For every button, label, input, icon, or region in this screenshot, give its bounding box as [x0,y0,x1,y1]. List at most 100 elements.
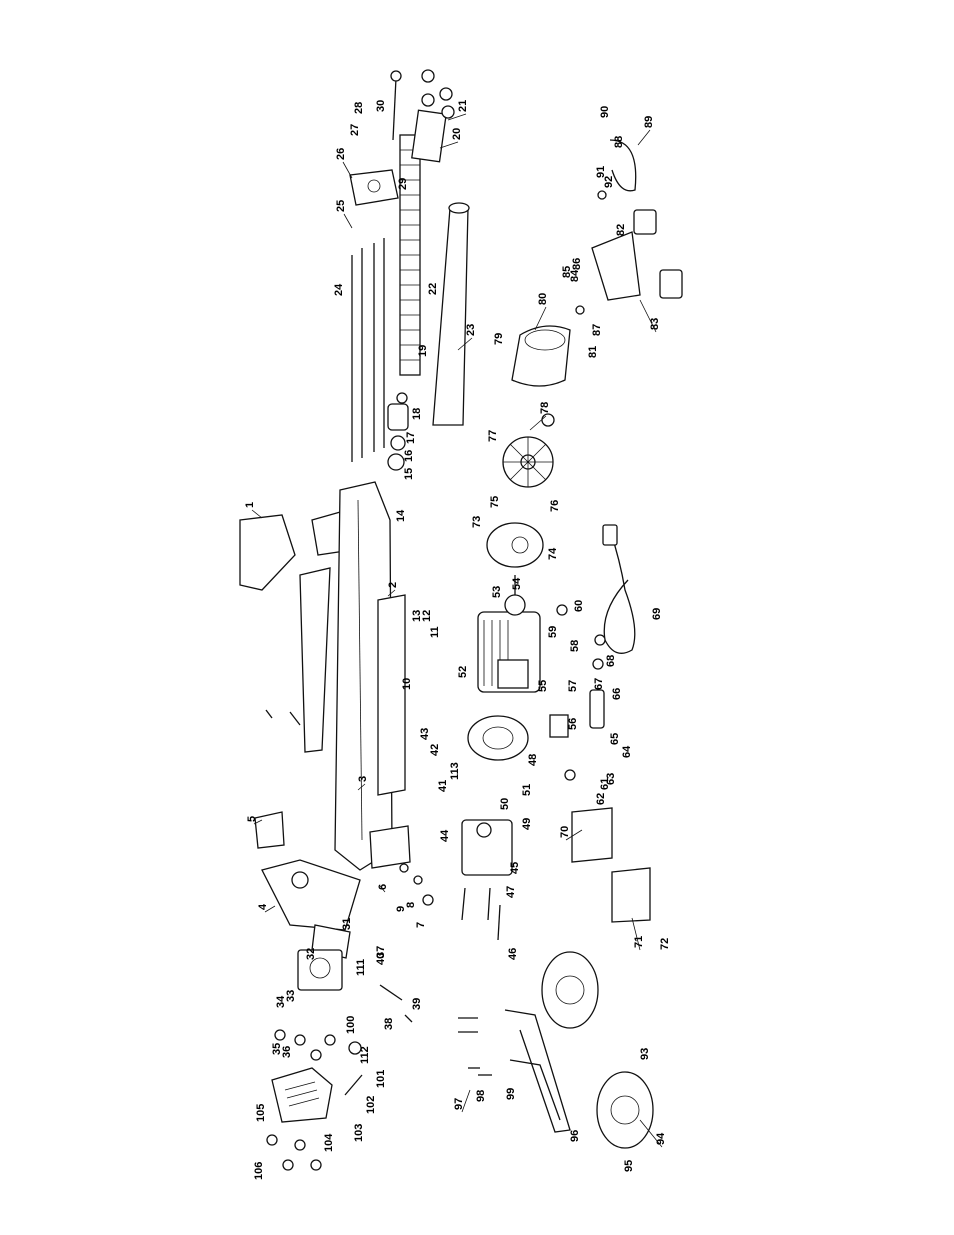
leader-lines [251,113,663,1148]
part-label: 68 [605,655,617,667]
part-label: 66 [611,688,623,700]
part-69-power-cord [602,524,636,654]
part-label: 79 [493,333,505,345]
part-15-18-seals [387,392,409,471]
part-label: 93 [639,1048,651,1060]
part-label: 18 [411,408,423,420]
part-label: 105 [255,1104,267,1122]
part-label: 62 [595,793,607,805]
part-label: 52 [457,666,469,678]
part-label: 14 [395,509,407,522]
part-label: 63 [605,773,617,785]
part-label: 55 [537,680,549,692]
part-label: 91 [595,166,607,178]
part-label: 54 [511,577,523,590]
part-label: 38 [383,1018,395,1030]
part-label: 8 [405,902,417,908]
part-label: 30 [375,100,387,112]
part-24-tie-rods [351,238,385,462]
part-79-fan-cover [511,325,571,387]
part-label: 5 [246,816,258,822]
part-label: 25 [335,200,347,212]
part-label: 22 [427,283,439,295]
part-label: 49 [521,818,533,830]
part-label: 96 [569,1130,581,1142]
part-31-32-valve [297,924,351,991]
part-label: 21 [457,100,469,112]
part-label: 104 [323,1133,335,1152]
part-label: 47 [505,886,517,898]
part-label: 113 [449,762,461,780]
part-label: 24 [333,283,345,296]
part-label: 50 [499,798,511,810]
part-label: 88 [613,136,625,148]
part-label: 34 [275,995,287,1008]
part-label: 72 [659,938,671,950]
part-label: 99 [505,1088,517,1100]
part-label: 84 [569,269,581,282]
part-10-side-rail [377,594,406,796]
part-label: 81 [587,346,599,358]
part-label: 67 [593,678,605,690]
part-label: 58 [569,640,581,652]
part-label: 74 [547,547,559,560]
part-label: 65 [609,733,621,745]
part-label: 61 [599,778,611,790]
part-label: 87 [591,324,603,336]
part-82-83-bracket [591,209,683,301]
part-label: 16 [403,450,415,462]
part-hardware [265,190,607,1171]
part-label: 70 [559,826,571,838]
part-70-71-covers [571,807,651,923]
part-label: 89 [643,116,655,128]
part-label: 100 [345,1016,357,1034]
part-label: 51 [521,784,533,796]
part-label: 69 [651,608,663,620]
part-1-2-main-beam [239,481,393,871]
part-label: 92 [603,176,615,188]
part-label: 86 [571,258,583,270]
part-label: 90 [599,106,611,118]
part-45-48-pump [461,715,529,876]
part-label: 73 [471,516,483,528]
part-label: 60 [573,600,585,612]
part-88-handle [609,139,637,192]
part-23-cylinder-tube [432,202,470,426]
part-label: 7 [415,922,427,928]
part-label: 46 [507,948,519,960]
part-label: 27 [349,124,361,136]
part-20-21-guide-nuts [411,69,455,163]
part-label: 83 [649,318,661,330]
part-label: 48 [527,754,539,766]
part-93-wheels [541,951,654,1149]
part-label: 53 [491,586,503,598]
part-label: 77 [487,430,499,442]
part-label: 94 [655,1132,667,1145]
part-label: 4 [257,903,269,910]
part-label: 19 [417,345,429,357]
part-label: 80 [537,293,549,305]
part-label: 31 [341,918,353,930]
part-25-end-block [349,169,399,206]
part-label: 106 [253,1162,265,1180]
part-label: 17 [405,432,417,444]
part-52-motor [477,575,541,693]
part-label: 95 [623,1160,635,1172]
part-label: 39 [411,998,423,1010]
part-label: 56 [567,718,579,730]
part-label: 102 [365,1096,377,1114]
part-label: 10 [401,678,413,690]
part-label: 3 [357,776,369,782]
part-label: 26 [335,148,347,160]
part-label: 57 [567,680,579,692]
part-label: 75 [489,496,501,508]
part-label: 112 [359,1046,371,1064]
part-label: 44 [439,829,451,842]
part-label: 41 [437,780,449,792]
part-label: 20 [451,128,463,140]
part-labels: 1 2 3 4 5 6 7 8 9 10 11 12 13 14 15 16 1… [244,100,671,1180]
part-label: 15 [403,468,415,480]
part-label: 71 [633,936,645,948]
part-label: 82 [615,224,627,236]
